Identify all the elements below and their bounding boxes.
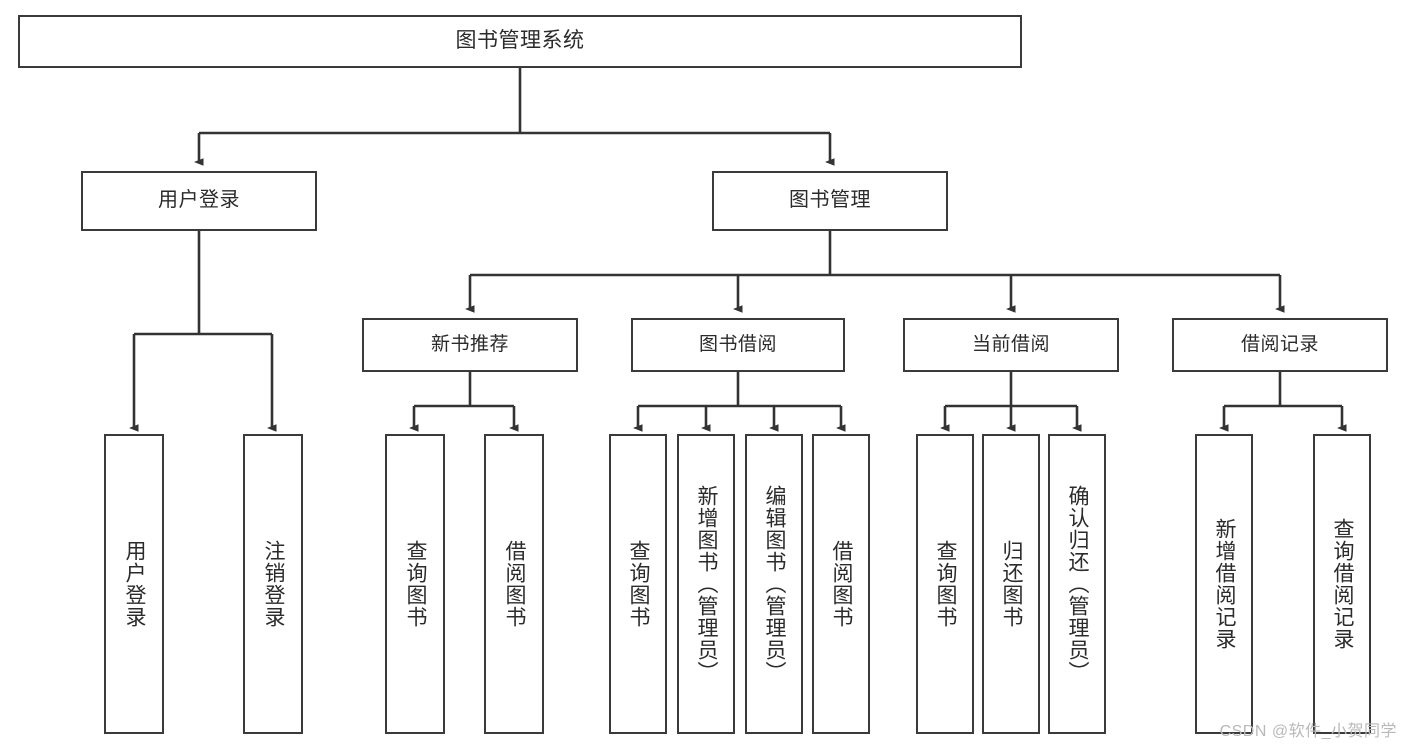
node-leaf-borrow-book-1-label: 借阅图书 xyxy=(503,540,527,628)
node-leaf-confirm-return[interactable]: 确认归还（管理员） xyxy=(1048,434,1106,734)
node-leaf-borrow-book-2-label: 借阅图书 xyxy=(830,540,854,628)
node-leaf-query-book-2-label: 查询图书 xyxy=(627,540,651,628)
node-leaf-query-book-1[interactable]: 查询图书 xyxy=(385,434,445,734)
node-leaf-query-book-3-label: 查询图书 xyxy=(934,540,958,628)
node-leaf-return-book-label: 归还图书 xyxy=(1000,540,1024,628)
node-new-book-rec[interactable]: 新书推荐 xyxy=(362,318,578,372)
node-leaf-add-record-label: 新增借阅记录 xyxy=(1213,518,1237,650)
node-leaf-add-book[interactable]: 新增图书（管理员） xyxy=(677,434,735,734)
node-leaf-query-record-label: 查询借阅记录 xyxy=(1331,518,1355,650)
node-leaf-edit-book-label: 编辑图书（管理员） xyxy=(763,485,787,683)
node-leaf-query-book-1-label: 查询图书 xyxy=(404,540,428,628)
node-root[interactable]: 图书管理系统 xyxy=(18,15,1022,68)
node-current-borrow-label: 当前借阅 xyxy=(971,333,1050,355)
watermark: CSDN @软件_小贺同学 xyxy=(1219,723,1397,740)
node-leaf-add-record[interactable]: 新增借阅记录 xyxy=(1195,434,1253,734)
node-leaf-query-book-2[interactable]: 查询图书 xyxy=(609,434,667,734)
node-leaf-user-login-label: 用户登录 xyxy=(123,540,147,628)
node-leaf-logout-label: 注销登录 xyxy=(262,540,286,628)
node-leaf-confirm-return-label: 确认归还（管理员） xyxy=(1066,485,1090,683)
node-user-login-label: 用户登录 xyxy=(158,189,240,212)
node-leaf-add-book-label: 新增图书（管理员） xyxy=(695,485,719,683)
node-borrow-record[interactable]: 借阅记录 xyxy=(1172,318,1388,372)
node-book-borrow-label: 图书借阅 xyxy=(698,333,777,355)
node-user-login[interactable]: 用户登录 xyxy=(81,171,317,231)
node-leaf-logout[interactable]: 注销登录 xyxy=(243,434,303,734)
node-book-manage-label: 图书管理 xyxy=(789,189,871,212)
node-new-book-rec-label: 新书推荐 xyxy=(430,333,509,355)
node-leaf-borrow-book-2[interactable]: 借阅图书 xyxy=(812,434,870,734)
node-leaf-user-login[interactable]: 用户登录 xyxy=(104,434,164,734)
node-root-label: 图书管理系统 xyxy=(455,29,585,53)
node-borrow-record-label: 借阅记录 xyxy=(1240,333,1319,355)
node-leaf-return-book[interactable]: 归还图书 xyxy=(982,434,1040,734)
node-leaf-query-record[interactable]: 查询借阅记录 xyxy=(1313,434,1371,734)
node-leaf-borrow-book-1[interactable]: 借阅图书 xyxy=(484,434,544,734)
node-book-borrow[interactable]: 图书借阅 xyxy=(631,318,845,372)
node-book-manage[interactable]: 图书管理 xyxy=(712,171,948,231)
node-leaf-query-book-3[interactable]: 查询图书 xyxy=(916,434,974,734)
node-current-borrow[interactable]: 当前借阅 xyxy=(903,318,1119,372)
node-leaf-edit-book[interactable]: 编辑图书（管理员） xyxy=(745,434,803,734)
